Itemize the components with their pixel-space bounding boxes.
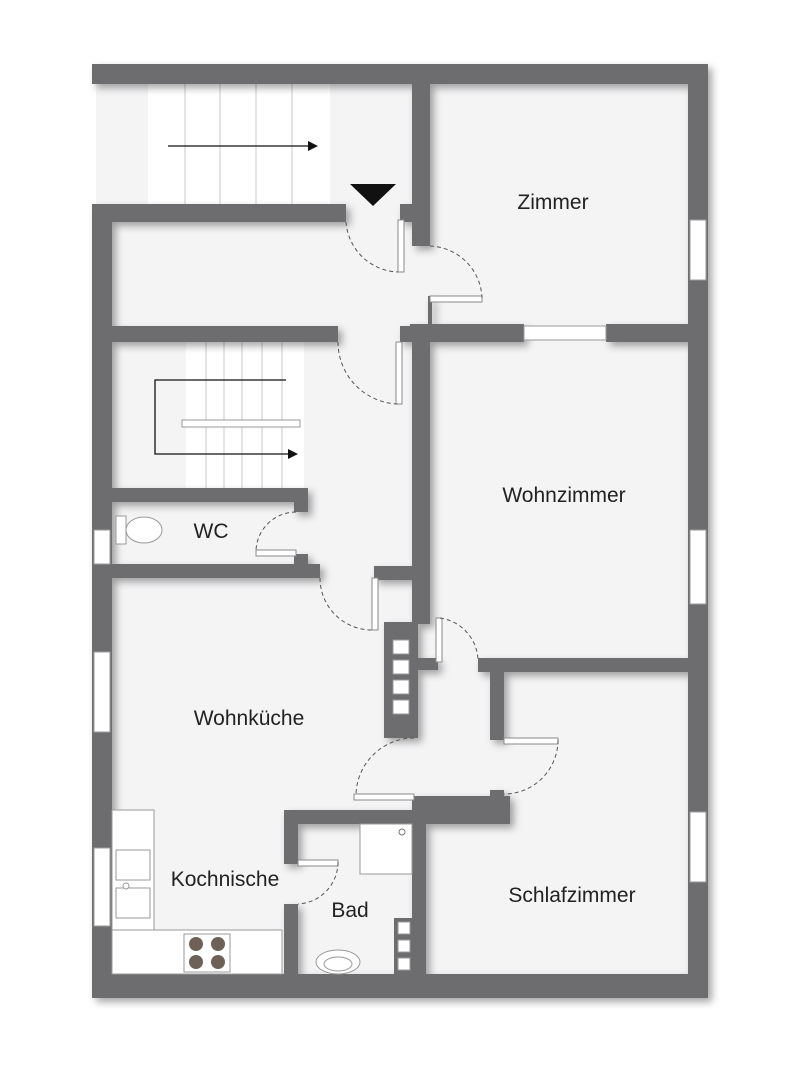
entrance-triangle-icon	[350, 184, 396, 206]
window	[689, 529, 707, 605]
bad-flues	[394, 918, 414, 976]
room-label-kochnische: Kochnische	[171, 868, 280, 891]
stair-arrow-icon	[308, 141, 318, 151]
sink-icon	[115, 849, 151, 919]
stove-icon	[183, 933, 231, 973]
window	[93, 847, 111, 927]
walls	[92, 64, 708, 998]
stair-arrow-icon	[288, 449, 298, 459]
windows	[93, 219, 707, 927]
room-label-wc: WC	[194, 520, 229, 543]
window	[689, 811, 707, 883]
washbasin-icon	[315, 949, 361, 975]
stairs-top	[148, 80, 330, 206]
room-label-wohnkueche: Wohnküche	[194, 707, 305, 730]
room-labels: Zimmer Wohnzimmer WC Wohnküche Kochnisch…	[171, 191, 636, 922]
chimney	[392, 639, 410, 715]
doors	[255, 219, 559, 905]
room-label-schlafzimmer: Schlafzimmer	[508, 884, 635, 907]
window	[93, 651, 111, 733]
stairs-inner	[154, 342, 304, 490]
window	[93, 529, 111, 565]
fixtures	[111, 184, 414, 976]
room-label-wohnzimmer: Wohnzimmer	[502, 484, 625, 507]
toilet-icon	[115, 515, 163, 545]
window	[689, 219, 707, 281]
room-label-bad: Bad	[331, 899, 368, 922]
window	[523, 325, 607, 341]
room-label-zimmer: Zimmer	[517, 191, 588, 214]
shower-icon	[359, 823, 413, 875]
